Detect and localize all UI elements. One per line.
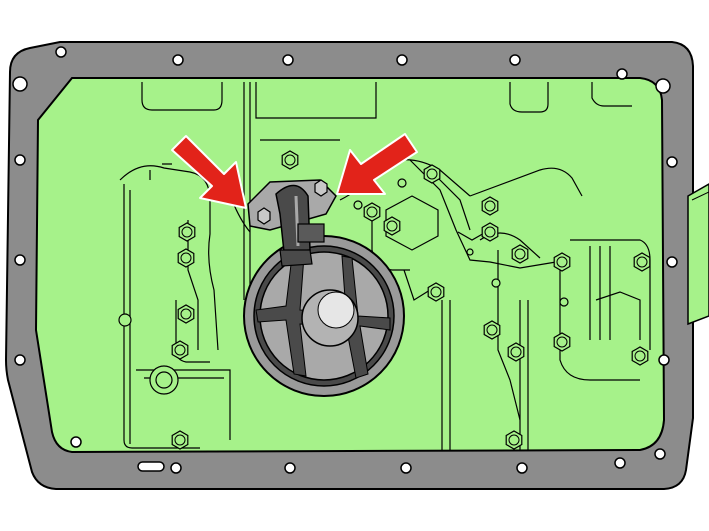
hex-bolt-icon: [507, 342, 525, 362]
bolt-head: [556, 256, 568, 268]
mounting-hole-icon: [172, 54, 184, 66]
bolt-head: [510, 346, 522, 358]
hex-bolt-icon: [171, 430, 189, 450]
bolt-head: [484, 226, 496, 238]
side-bracket-inner: [691, 191, 709, 201]
mounting-hole-icon: [55, 46, 67, 58]
hex-bolt-icon: [511, 244, 529, 264]
hex-bolt-icon: [505, 430, 523, 450]
bolt-head: [386, 220, 398, 232]
hex-bolt-icon: [633, 252, 651, 272]
bolt-head: [180, 252, 192, 264]
perimeter-holes: [12, 46, 678, 474]
body-holes: [118, 178, 569, 395]
mounting-hole-icon: [14, 254, 26, 266]
hex-bolt-icon: [281, 150, 299, 170]
bolt-head: [426, 168, 438, 180]
hex-bolt-icon: [363, 202, 381, 222]
red-arrow-icon: [336, 133, 418, 195]
bolt-head: [556, 336, 568, 348]
mounting-hole-icon: [616, 68, 628, 80]
mounting-hole-icon: [655, 78, 671, 94]
bolt-head: [486, 324, 498, 336]
mounting-hole-icon: [509, 54, 521, 66]
mounting-hole-icon: [666, 156, 678, 168]
hex-bolt-icon: [553, 252, 571, 272]
hex-bolt-icon: [177, 248, 195, 268]
hex-bolt-icon: [171, 340, 189, 360]
bolt-head: [366, 206, 378, 218]
mounting-hole-icon: [666, 256, 678, 268]
mounting-hole-icon: [14, 154, 26, 166]
hex-bolt-icon: [483, 320, 501, 340]
bolt-head: [174, 434, 186, 446]
hex-bolt-icon: [423, 164, 441, 184]
mounting-hole-icon: [516, 462, 528, 474]
bolt-head: [514, 248, 526, 260]
mounting-hole-icon: [400, 462, 412, 474]
hex-bolt-icon: [481, 196, 499, 216]
mounting-hole-icon: [654, 448, 666, 460]
mounting-hole-icon: [12, 76, 28, 92]
hex-bolt-icon: [481, 222, 499, 242]
side-bracket: [687, 183, 709, 326]
hex-bolt-icon: [178, 222, 196, 242]
pickup-flange-right-bolt: [314, 179, 328, 197]
hex-bolt-icon: [177, 304, 195, 324]
bolt-head: [174, 344, 186, 356]
mounting-hole-icon: [658, 354, 670, 366]
mounting-hole-icon: [170, 462, 182, 474]
bolt-head: [636, 256, 648, 268]
mounting-hole-icon: [396, 54, 408, 66]
mounting-hole-icon: [614, 457, 626, 469]
hex-bolt-icon: [383, 216, 401, 236]
callout-arrows: [171, 133, 418, 209]
hex-bolt-icon: [427, 282, 445, 302]
mounting-hole-icon: [284, 462, 296, 474]
hex-bolt-icon: [553, 332, 571, 352]
mounting-hole-icon: [70, 436, 82, 448]
bolt-head: [181, 226, 193, 238]
bolt-head: [430, 286, 442, 298]
bolt-head: [180, 308, 192, 320]
bolt-head: [508, 434, 520, 446]
bolt-head: [634, 350, 646, 362]
mounting-hole-icon: [14, 354, 26, 366]
pickup-flange-left-bolt: [257, 207, 271, 225]
bolt-head: [284, 154, 296, 166]
hex-bolt-icon: [631, 346, 649, 366]
red-arrow-icon: [171, 135, 247, 209]
mounting-hole-icon: [282, 54, 294, 66]
bolt-head: [484, 200, 496, 212]
hex-bolts: [171, 150, 651, 450]
oil-pickup-strainer: [243, 235, 405, 397]
gasket-slot: [137, 461, 165, 472]
